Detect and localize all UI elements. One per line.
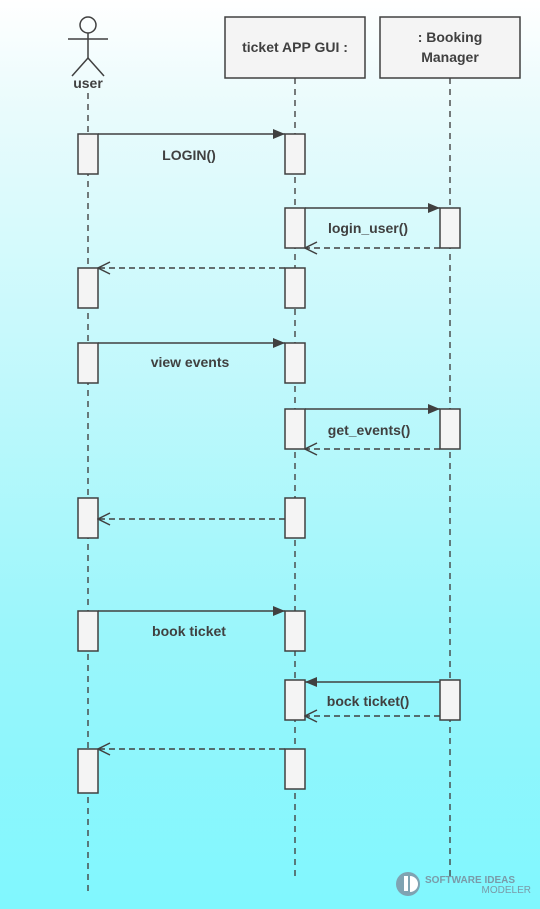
watermark: SOFTWARE IDEAS MODELER xyxy=(396,872,531,896)
software-ideas-logo-icon xyxy=(396,872,420,896)
activation-bar xyxy=(284,408,306,450)
activation-bar xyxy=(77,133,99,175)
activation-bar xyxy=(439,207,461,249)
activation-bar xyxy=(284,207,306,249)
activation-bar xyxy=(439,679,461,721)
participant-booking-label-line2: Manager xyxy=(421,49,479,65)
activation-bar xyxy=(284,679,306,721)
activation-bar xyxy=(77,342,99,384)
activation-bar xyxy=(77,610,99,652)
participant-booking-manager[interactable]: : Booking Manager xyxy=(379,16,521,79)
message-label-login-user: login_user() xyxy=(328,220,408,236)
activation-bar xyxy=(284,748,306,790)
stick-figure-icon xyxy=(68,16,108,77)
activation-bar xyxy=(77,748,99,794)
watermark-line1: SOFTWARE IDEAS xyxy=(425,875,515,886)
message-label-view-events: view events xyxy=(151,354,230,370)
actor-user[interactable]: user xyxy=(68,16,108,91)
message-label-book-ticket: book ticket xyxy=(152,623,226,639)
participant-gui-label: ticket APP GUI : xyxy=(242,39,348,55)
activation-bar xyxy=(284,610,306,652)
activation-bar xyxy=(284,497,306,539)
actor-user-label: user xyxy=(73,75,103,91)
message-label-login: LOGIN() xyxy=(162,147,216,163)
participant-booking-label-line1: : Booking xyxy=(418,29,483,45)
message-label-get-events: get_events() xyxy=(328,422,410,438)
message-label-bock-ticket: bock ticket() xyxy=(327,693,409,709)
activation-bar xyxy=(77,267,99,309)
participant-ticket-app-gui[interactable]: ticket APP GUI : xyxy=(224,16,366,79)
activation-bar xyxy=(439,408,461,450)
watermark-line2: MODELER xyxy=(482,885,531,896)
activation-bar xyxy=(284,133,306,175)
activation-bar xyxy=(284,267,306,309)
activation-bar xyxy=(284,342,306,384)
activation-bar xyxy=(77,497,99,539)
